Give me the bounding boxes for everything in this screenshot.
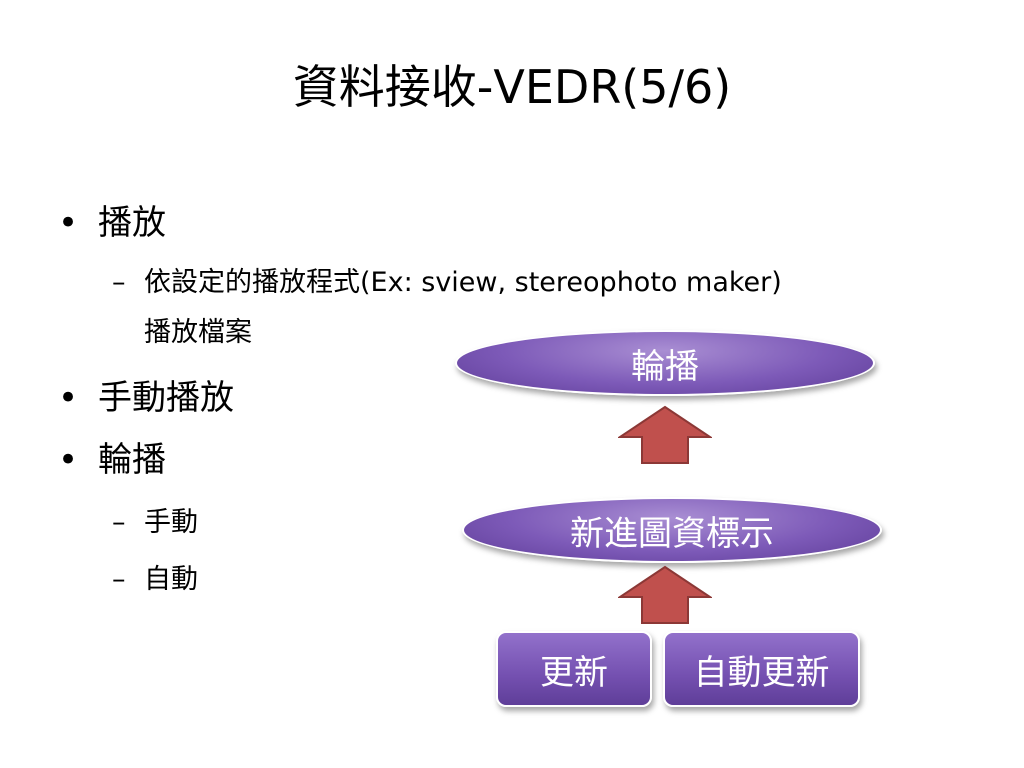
sub-bullet-play-program-line2: 播放檔案 [144, 317, 252, 348]
bullet-play: • 播放 [58, 195, 166, 244]
bullet-text: 輪播 [98, 440, 166, 480]
bullet-carousel: • 輪播 [58, 432, 166, 481]
sub-bullet-text: 自動 [144, 564, 198, 595]
up-arrow-icon [618, 565, 712, 624]
sub-bullet-manual: –手動 [112, 500, 198, 539]
carousel-node-label: 輪播 [631, 346, 699, 387]
up-arrow-icon [618, 405, 712, 464]
new-data-marker-label: 新進圖資標示 [570, 513, 774, 554]
slide-title: 資料接收-VEDR(5/6) [292, 60, 732, 114]
bullet-mark: • [58, 378, 79, 418]
auto-update-box: 自動更新 [663, 631, 860, 707]
auto-update-box-label: 自動更新 [693, 652, 830, 693]
bullet-text: 播放 [98, 203, 166, 243]
bullet-manual-play: • 手動播放 [58, 370, 234, 419]
carousel-node: 輪播 [455, 330, 875, 396]
bullet-mark: • [58, 440, 79, 480]
update-box-label: 更新 [540, 652, 608, 693]
sub-bullet-text: 手動 [144, 507, 198, 538]
sub-bullet-mark: – [112, 564, 126, 595]
sub-bullet-mark: – [112, 507, 126, 538]
sub-bullet-mark: – [112, 267, 126, 298]
sub-bullet-text-line1: 依設定的播放程式(Ex: sview, stereophoto maker) [144, 267, 782, 298]
bullet-text: 手動播放 [98, 378, 234, 418]
update-box: 更新 [496, 631, 652, 707]
sub-bullet-play-program: –依設定的播放程式(Ex: sview, stereophoto maker) [112, 260, 782, 299]
bullet-mark: • [58, 203, 79, 243]
new-data-marker-node: 新進圖資標示 [462, 497, 882, 563]
sub-bullet-auto: –自動 [112, 557, 198, 596]
